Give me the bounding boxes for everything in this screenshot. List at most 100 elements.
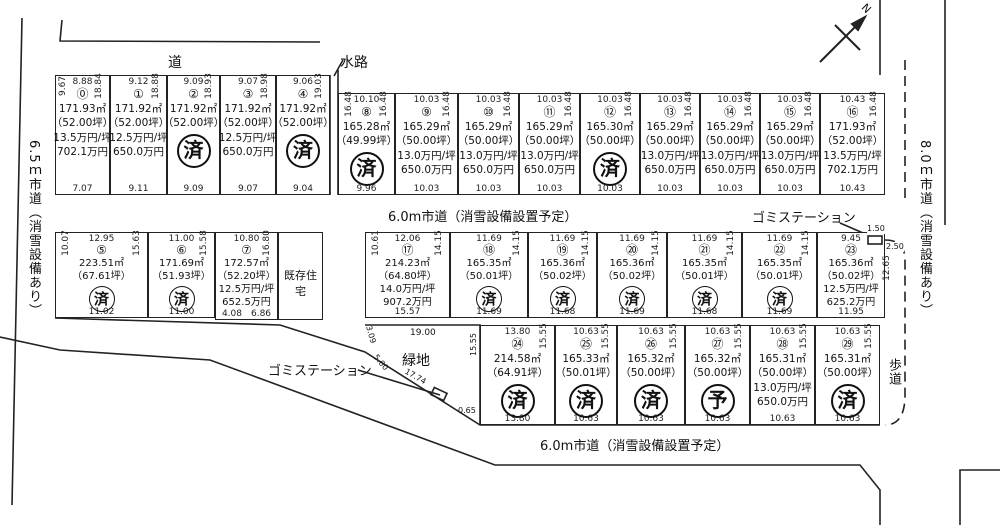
lot-dim-top: 10.03 [597, 95, 623, 105]
lot-dim-top: 10.63 [769, 327, 796, 337]
lot-dim-top: 11.00 [168, 234, 195, 244]
lot-unit-price: 12.5万円/坪 [218, 131, 278, 144]
lot-area: 171.92㎡ [169, 102, 218, 115]
lot-number: ㉓ [844, 243, 857, 257]
waterway-label: 水路 [340, 55, 368, 71]
lot-dim-top: 10.03 [657, 95, 683, 105]
lot-tsubo: （52.00坪） [272, 117, 334, 129]
lot-dim-bottom: 10.63 [573, 414, 599, 424]
lot-price: 650.0万円 [462, 164, 515, 176]
lot-number: ㉑ [698, 243, 711, 257]
lot-dim-top: 10.03 [475, 95, 502, 105]
sold-stamp: 済 [830, 383, 865, 418]
lot-dim-top: 10.43 [839, 95, 866, 105]
lot-dim-bottom: 10.03 [597, 184, 623, 194]
lot-dim-bottom: 10.03 [717, 184, 743, 194]
lot-dim-bottom: 9.04 [292, 184, 314, 194]
lot-unit-price: 13.0万円/坪 [760, 149, 820, 162]
lot-tsubo: （49.99坪） [335, 135, 398, 147]
lot-number: ⑮ [783, 105, 796, 119]
lot-dim-top: 10.03 [777, 95, 803, 105]
lot-dim-top: 10.03 [413, 95, 440, 105]
lot-dim-top: 12.06 [394, 234, 421, 244]
lot-price: 650.0万円 [764, 164, 816, 176]
lot-number: ⑭ [723, 105, 736, 119]
lot-price: 650.0万円 [400, 164, 453, 176]
lot-price: 650.0万円 [644, 164, 696, 176]
lot-price: 702.1万円 [56, 146, 109, 158]
lot-area: 165.29㎡ [766, 120, 814, 133]
lot-number: ㉕ [579, 337, 592, 351]
lot-tsubo: （64.91坪） [486, 367, 549, 379]
lot-dim-top: 9.06 [292, 77, 314, 87]
lot-tsubo: （50.00坪） [759, 135, 821, 147]
lot-tsubo: （50.00坪） [395, 135, 458, 147]
lot-unit-price: 13.0万円/坪 [397, 149, 456, 162]
lot-tsubo: （52.00坪） [217, 117, 279, 129]
lot-unit-price: 13.0万円/坪 [520, 149, 579, 162]
lot-number: ⑬ [663, 105, 676, 119]
lot-dim-top: 9.09 [183, 77, 204, 87]
lot-dim-bottom: 7.07 [72, 184, 93, 194]
lot-tsubo: （50.02坪） [602, 271, 662, 282]
sold-stamp: 済 [168, 286, 195, 312]
lot-number: ④ [297, 87, 309, 101]
right-road-label: 8.0ｍ市道（消雪設備あり） [917, 140, 932, 318]
lot-dim-bottom: 10.03 [657, 184, 683, 194]
green-dim-right: 15.55 [468, 333, 478, 356]
lot-dim-bottom: 15.57 [394, 307, 421, 317]
left-road-edge [11, 17, 23, 506]
lot-area: 171.92㎡ [114, 102, 163, 115]
sidewalk-edge [884, 239, 906, 426]
lot-dim-top: 11.69 [619, 234, 645, 244]
lot-number: ⑫ [603, 105, 616, 119]
lot-area: 165.29㎡ [464, 120, 513, 133]
lot-area: 172.57㎡ [224, 258, 269, 269]
sold-stamp: 済 [476, 286, 502, 312]
lot-number: ⓪ [76, 87, 89, 101]
lot-price: 650.0万円 [222, 146, 274, 158]
lot-area: 165.32㎡ [693, 352, 742, 365]
lot-dim-bottom: 10.63 [704, 414, 731, 424]
lot-number: ⑳ [625, 243, 638, 257]
garbage-dim-a: 1.50 [867, 224, 885, 234]
lot-area: 165.28㎡ [342, 120, 391, 133]
lot-tsubo: （51.93坪） [152, 271, 211, 282]
lot-tsubo: （50.00坪） [518, 135, 581, 147]
lot-price: 650.0万円 [756, 396, 809, 408]
lot-area: 171.92㎡ [224, 102, 272, 115]
lot-tsubo: （50.00坪） [620, 367, 682, 379]
corner-edge [959, 469, 1000, 525]
lot-number: ㉙ [841, 337, 854, 351]
